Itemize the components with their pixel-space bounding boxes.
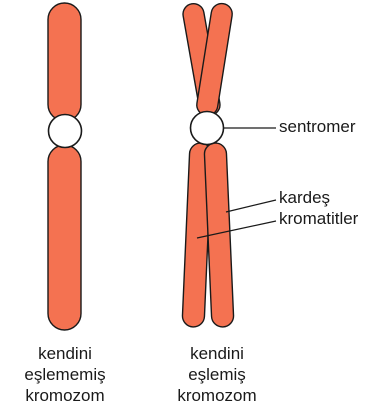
unreplicated-caption: kendini eşlememiş kromozom: [5, 343, 125, 406]
replicated-chromosome: [181, 2, 234, 327]
sister-chromatids-label-line2: kromatitler: [279, 209, 359, 228]
replicated-caption-line: kromozom: [157, 385, 277, 406]
sister-chromatids-label-line1: kardeş: [279, 188, 330, 207]
replicated-caption: kendini eşlemiş kromozom: [157, 343, 277, 406]
unreplicated-lower-arm: [48, 145, 81, 330]
unreplicated-upper-arm: [48, 3, 81, 121]
unreplicated-chromosome: [48, 3, 82, 330]
unreplicated-caption-line: kendini: [5, 343, 125, 364]
replicated-centromere: [191, 112, 224, 145]
unreplicated-centromere: [49, 115, 82, 148]
unreplicated-caption-line: eşlememiş: [5, 364, 125, 385]
replicated-caption-line: eşlemiş: [157, 364, 277, 385]
unreplicated-caption-line: kromozom: [5, 385, 125, 406]
replicated-caption-line: kendini: [157, 343, 277, 364]
centromere-label: sentromer: [279, 117, 356, 136]
chromatid-leader-line-upper: [226, 200, 276, 212]
